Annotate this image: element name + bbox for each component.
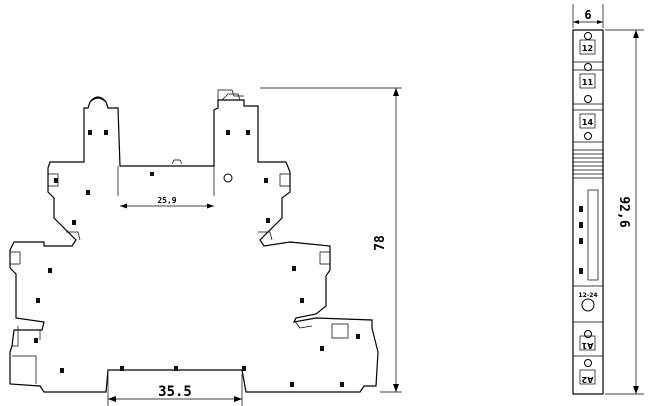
dim-label-bottom-width: 35.5	[158, 384, 192, 400]
dim-label-module-width: 6	[584, 8, 591, 22]
terminal-label-11: 11	[582, 78, 594, 87]
side-view: 12 11 14 12-24 A1 A2	[572, 29, 604, 395]
side-ribs	[573, 149, 603, 179]
dimension-bottom-width: 35.5	[107, 374, 243, 406]
terminal-label-14: 14	[582, 118, 594, 127]
terminal-markers	[34, 130, 360, 387]
dim-label-module-height: 92,6	[616, 196, 631, 227]
dim-label-top-width: 25,9	[157, 196, 176, 205]
dim-label-height: 78	[373, 235, 388, 251]
terminal-label-voltage: 12-24	[578, 292, 597, 299]
terminal-label-12: 12	[582, 44, 593, 53]
dimension-module-width: 6	[572, 4, 604, 28]
terminal-label-a2: A2	[582, 375, 594, 384]
dimension-module-height: 92,6	[605, 29, 644, 395]
mounting-hole	[223, 173, 233, 183]
dimension-height: 78	[260, 87, 402, 393]
socket-body-outline	[9, 89, 379, 393]
dimension-top-width: 25,9	[120, 196, 214, 209]
terminal-label-a1: A1	[581, 341, 593, 350]
